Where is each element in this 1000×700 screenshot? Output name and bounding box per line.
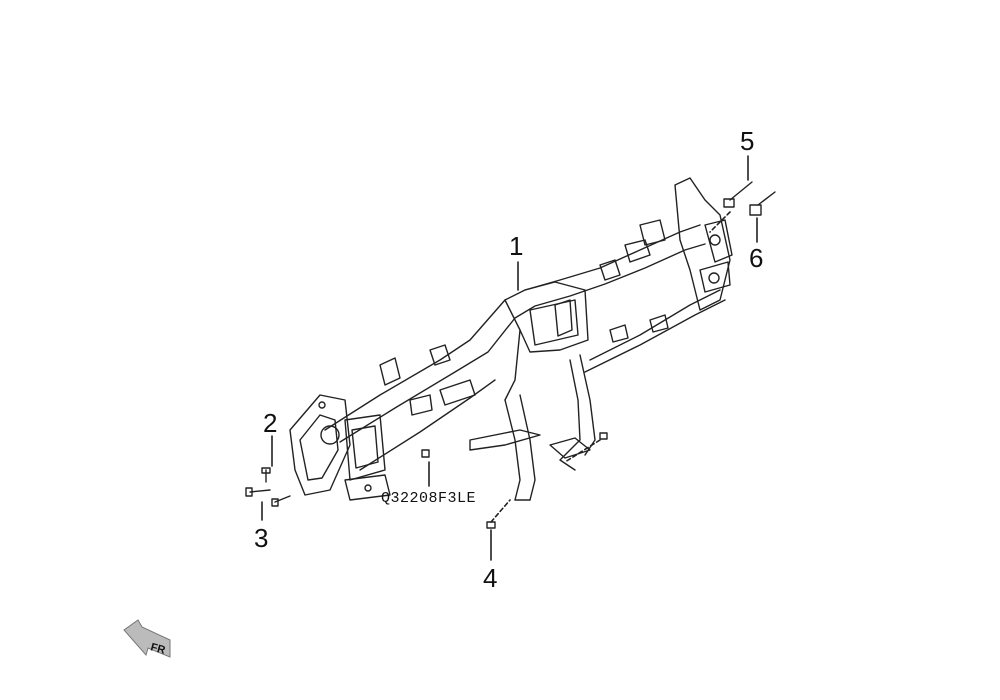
left-side-bracket xyxy=(289,394,391,501)
leader-lines xyxy=(261,155,758,561)
right-side-bracket xyxy=(639,177,733,311)
callout-4: 4 xyxy=(483,563,498,593)
nut-part-6 xyxy=(749,191,776,216)
direction-label: FR xyxy=(149,641,166,656)
callout-2: 2 xyxy=(263,408,278,438)
cross-car-beam xyxy=(324,224,726,501)
callout-3: 3 xyxy=(254,523,269,553)
front-direction-arrow-icon: FR xyxy=(123,619,171,658)
bolt-part-3 xyxy=(245,487,291,507)
callout-6: 6 xyxy=(749,243,764,273)
nut-part-4 xyxy=(421,432,608,529)
callout-1: 1 xyxy=(509,231,524,261)
part-code-label: Q32208F3LE xyxy=(381,490,477,507)
bolt-part-5 xyxy=(723,181,753,208)
bolt-part-2 xyxy=(261,467,271,483)
callout-5: 5 xyxy=(740,126,755,156)
